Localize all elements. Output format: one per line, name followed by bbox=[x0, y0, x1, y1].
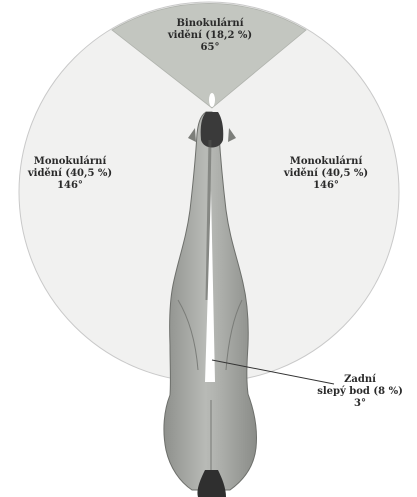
monocular-right-line2: vidění (40,5 %) bbox=[276, 168, 376, 180]
nose-highlight bbox=[209, 93, 215, 107]
blind-spot-line1: Zadní bbox=[312, 374, 408, 386]
monocular-left-label: Monokulární vidění (40,5 %) 146° bbox=[20, 156, 120, 192]
monocular-right-angle: 146° bbox=[276, 180, 376, 192]
monocular-left-line1: Monokulární bbox=[20, 156, 120, 168]
blind-spot-label: Zadní slepý bod (8 %) 3° bbox=[312, 374, 408, 410]
binocular-label-angle: 65° bbox=[160, 42, 260, 54]
blind-spot-line2: slepý bod (8 %) bbox=[312, 386, 408, 398]
monocular-right-line1: Monokulární bbox=[276, 156, 376, 168]
binocular-label-line1: Binokulární bbox=[160, 18, 260, 30]
monocular-left-angle: 146° bbox=[20, 180, 120, 192]
binocular-label-line2: vidění (18,2 %) bbox=[160, 30, 260, 42]
blind-spot-angle: 3° bbox=[312, 398, 408, 410]
binocular-label: Binokulární vidění (18,2 %) 65° bbox=[160, 18, 260, 54]
monocular-right-label: Monokulární vidění (40,5 %) 146° bbox=[276, 156, 376, 192]
monocular-left-line2: vidění (40,5 %) bbox=[20, 168, 120, 180]
